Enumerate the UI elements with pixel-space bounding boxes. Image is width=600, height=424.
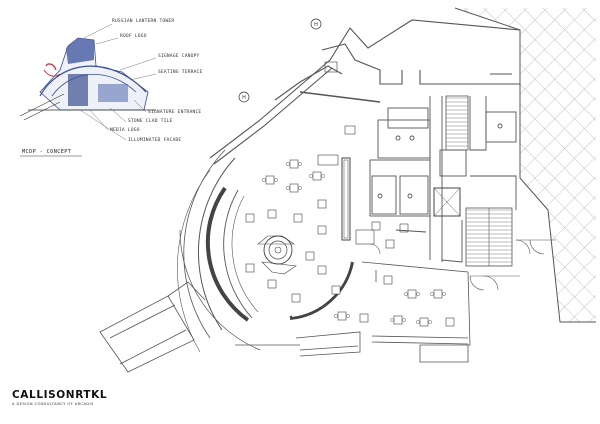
firm-logo-tagline: A DESIGN CONSULTANCY OF ARCADIS [12,402,94,406]
staircase [445,95,513,267]
service-counters [317,125,375,245]
sketch-label-entrance: SIGNATURE ENTRANCE [148,110,202,115]
sketch-label-media-logo: MEDIA LOGO [110,128,140,133]
exterior-hatch-zone [454,7,596,323]
entry-walkway [99,281,206,373]
dining-tables [245,159,455,327]
door-swings [369,239,556,291]
terrace [295,261,471,363]
back-of-house-rooms [369,96,517,263]
sketch-label-roof-logo: ROOF LOGO [120,34,147,39]
firm-logo-name: CALLISONRTKL [12,389,108,401]
concept-sketch [19,23,157,157]
sketch-label-signage-canopy: SIGNAGE CANOPY [158,54,200,59]
sketch-label-illuminated-facade: ILLUMINATED FACADE [128,138,182,143]
sketch-label-lantern-tower: RUSSIAN LANTERN TOWER [112,19,175,24]
central-circular-bar [257,235,297,275]
sketch-label-stone-clad: STONE CLAD TILE [128,119,173,124]
svg-text:H: H [314,22,318,28]
north-arrow-icon: H [238,91,250,103]
svg-text:H: H [242,95,246,101]
firm-logo: CALLISONRTKL A DESIGN CONSULTANCY OF ARC… [12,389,108,407]
sketch-caption: MCDP - CONCEPT [22,149,72,155]
building-outline [209,19,521,165]
curved-facade [177,149,354,353]
north-arrow-icon: H [310,18,322,30]
sketch-label-seating-terrace: SEATING TERRACE [158,70,203,75]
